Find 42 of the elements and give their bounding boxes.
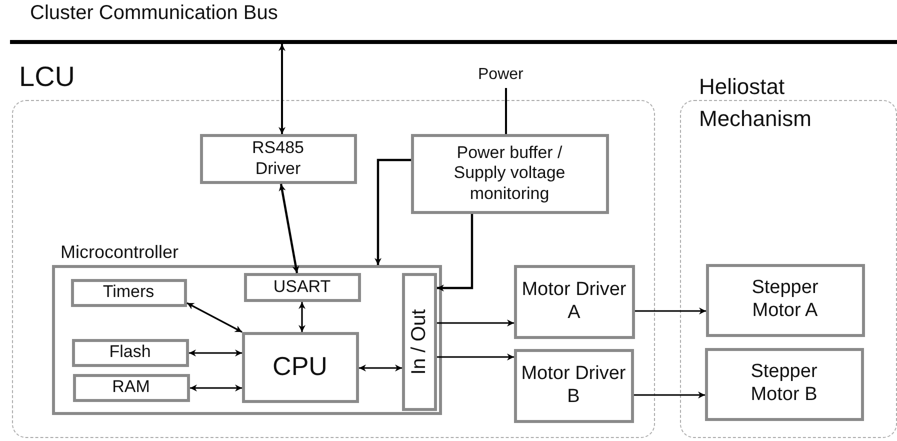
arrow (186, 302, 242, 333)
block-label: Timers (102, 282, 156, 303)
block (200, 134, 356, 184)
io-block (402, 272, 436, 410)
block-label: RS485 Driver (251, 138, 305, 179)
block-label: Stepper Motor B (750, 361, 818, 407)
block (704, 348, 864, 420)
block (72, 338, 188, 366)
block (514, 264, 634, 338)
block (514, 348, 634, 422)
block-label: USART (272, 276, 332, 298)
arrow (278, 44, 286, 134)
arrow (298, 302, 306, 332)
block-label: Flash (108, 342, 152, 363)
arrow (190, 384, 242, 392)
block (70, 278, 186, 306)
block-label: Power buffer / Supply voltage monitoring (452, 142, 566, 204)
arrow (634, 392, 705, 398)
block-label: Stepper Motor A (750, 277, 820, 323)
arrow (189, 350, 242, 356)
block-label: RAM (111, 377, 151, 398)
block (244, 272, 360, 302)
group-heading: LCU (19, 60, 76, 94)
arrow (278, 184, 300, 274)
power-label: Power (478, 66, 524, 84)
arrow (374, 158, 411, 265)
block-label: In / Out (407, 308, 431, 374)
group-heading: Microcontroller (60, 240, 179, 264)
block (242, 332, 358, 402)
arrow (437, 320, 514, 326)
block (410, 134, 608, 214)
bus-label: Cluster Communication Bus (30, 2, 278, 25)
block (706, 264, 864, 336)
block-label: Motor Driver A (520, 278, 628, 324)
block-label: CPU (272, 351, 328, 383)
arrow (635, 308, 706, 314)
arrow (437, 354, 514, 360)
arrow (437, 214, 474, 292)
block-label: Motor Driver B (520, 362, 627, 408)
group-heading: Heliostat Mechanism (699, 73, 812, 133)
arrow (359, 364, 402, 372)
block (72, 374, 190, 402)
